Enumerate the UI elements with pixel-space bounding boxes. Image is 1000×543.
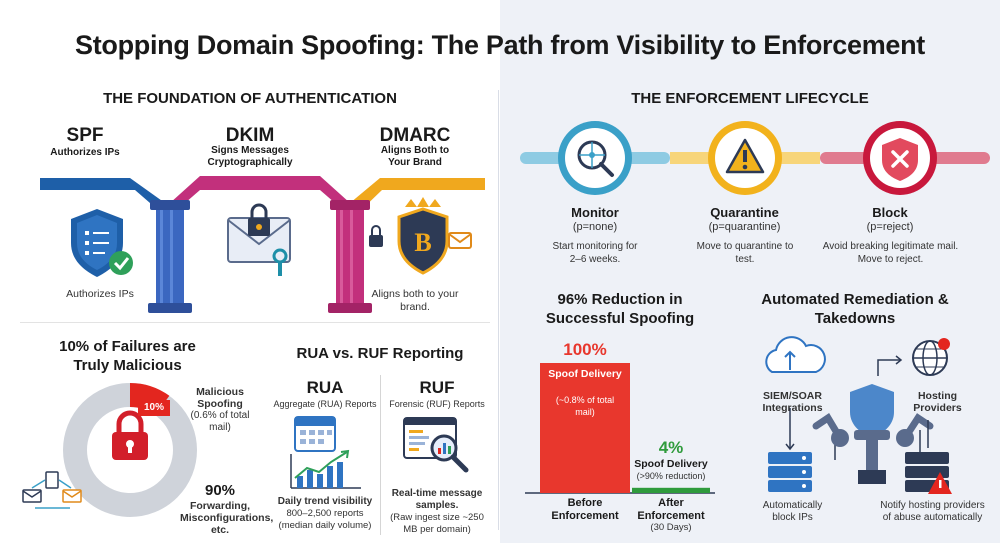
before-value-label: 100% [563,340,607,359]
malicious-label: Malicious Spoofing [196,386,244,410]
block-label: Automatically block IPs [762,500,823,523]
lifecycle-track [520,121,990,195]
after-inner-label: Spoof Delivery [634,458,708,470]
reporting-divider [380,375,381,535]
monitor-icon [558,121,632,195]
stage-monitor-desc: Start monitoring for 2–6 weeks. [552,241,638,265]
lifecycle-heading: THE ENFORCEMENT LIFECYCLE [631,90,869,107]
ruf-sub: Forensic (RUF) Reports [389,399,485,409]
stage-monitor-name: Monitor [571,205,619,220]
pillar-dkim-name: DKIM [225,125,275,146]
before-inner-sub: (~0.8% of total mail) [555,395,615,417]
quarantine-icon [708,121,782,195]
pillar-dmarc-name: DMARC [379,125,451,146]
pillar-dmarc-caption: Aligns both to your brand. [371,288,459,313]
vertical-divider [498,90,499,530]
cloud-icon [765,336,826,373]
pillar-dmarc-sub: Aligns Both to Your Brand [380,145,450,168]
rua-sub: Aggregate (RUA) Reports [273,399,377,409]
ruf-name: RUF [419,378,455,397]
hosting-label: Hosting Providers [913,390,962,414]
envelope-lock-icon [227,203,291,276]
stage-block-desc: Avoid breaking legitimate mail. Move to … [822,241,959,265]
failures-heading: 10% of Failures are Truly Malicious [59,338,196,374]
malicious-sub: (0.6% of total mail) [190,410,250,433]
magnify-report-icon [403,417,469,473]
other-pct: 90% [204,482,236,499]
rua-name: RUA [306,378,344,397]
remediation-heading: Automated Remediation & Takedowns [761,291,949,327]
rua-desc-bold: Daily trend visibility [277,496,373,507]
reduction-heading: 96% Reduction in Successful Spoofing [545,291,695,327]
pillar-spf-sub: Authorizes IPs [50,147,120,158]
siem-label: SIEM/SOAR Integrations [762,390,823,414]
ruf-desc: (Raw ingest size ~250 MB per domain) [390,512,484,535]
stage-block-name: Block [872,205,908,220]
server-icon [768,452,812,492]
dmarc-arch [350,178,485,216]
robot-arm-icon [812,384,934,484]
stage-quarantine-policy: (p=quarantine) [708,221,781,233]
brand-shield-icon: B [369,197,472,275]
stage-quarantine-name: Quarantine [710,205,779,220]
pillar-spf-name: SPF [66,125,104,146]
server-alert-icon [905,452,952,494]
globe-icon [912,338,950,376]
before-axis-label: Before Enforcement [551,497,619,522]
reduction-chart [525,363,715,494]
shield-check-icon [71,209,133,277]
stage-monitor-policy: (p=none) [572,221,618,233]
remediation-graphic [765,336,952,494]
before-inner-label: Spoof Delivery [548,368,622,380]
malicious-pct: 10% [138,400,170,416]
after-inner-sub: (>90% reduction) [636,471,706,481]
page-title: Stopping Domain Spoofing: The Path from … [74,30,925,60]
bar-after [632,487,710,493]
column-spf-dkim [148,200,192,313]
svg-text:B: B [414,228,431,257]
pillars-graphic [40,176,485,313]
foundation-heading: THE FOUNDATION OF AUTHENTICATION [103,90,397,107]
bar-before [540,363,630,493]
column-dkim-dmarc [328,200,372,313]
notify-label: Notify hosting providers of abuse automa… [880,500,985,523]
network-icon [22,471,82,509]
block-icon [863,121,937,195]
reporting-heading: RUA vs. RUF Reporting [296,345,464,362]
rua-desc: 800–2,500 reports (median daily volume) [278,508,372,531]
stage-block-policy: (p=reject) [866,221,914,233]
pillar-spf-caption: Authorizes IPs [66,288,134,300]
spf-arch [40,178,165,216]
dkim-arch [170,176,350,216]
pillar-dkim-sub: Signs Messages Cryptographically [207,145,293,168]
stage-quarantine-desc: Move to quarantine to test. [696,241,794,265]
after-value-label: 4% [658,438,684,457]
ruf-desc-bold: Real-time message samples. [391,488,483,511]
after-axis-sub: (30 Days) [650,522,692,533]
horizontal-divider [20,322,490,323]
other-label: Forwarding, Misconfigurations, etc. [180,500,274,536]
after-axis-label: After Enforcement [637,497,705,522]
calendar-chart-icon [290,416,361,489]
